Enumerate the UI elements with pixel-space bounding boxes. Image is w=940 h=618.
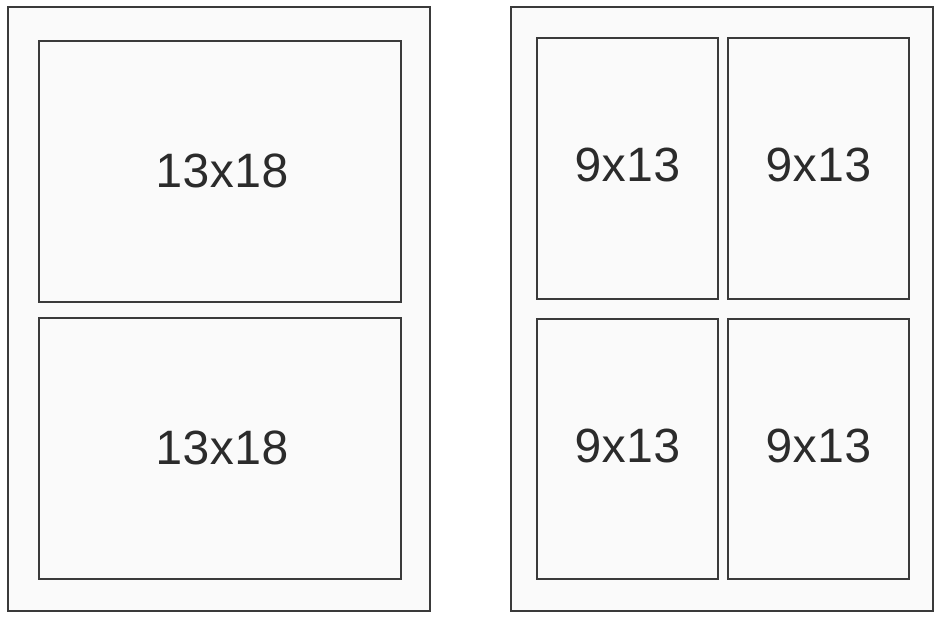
photo-slot-label: 13x18 [155,145,289,198]
photo-slot-13x18-top: 13x18 [38,40,402,303]
photo-slot-9x13-bottom-left: 9x13 [536,318,719,580]
photo-slot-13x18-bottom: 13x18 [38,317,402,580]
sheet-layout-four-9x13: 9x13 9x13 9x13 9x13 [510,6,934,612]
sheet-layout-two-13x18: 13x18 13x18 [7,6,431,612]
photo-slot-9x13-bottom-right: 9x13 [727,318,910,580]
photo-slot-label: 9x13 [765,139,872,192]
photo-slot-label: 13x18 [155,422,289,475]
photo-slot-label: 9x13 [765,419,872,473]
photo-slot-label: 9x13 [574,419,681,473]
photo-slot-label: 9x13 [574,139,681,192]
photo-slot-9x13-top-right: 9x13 [727,37,910,300]
photo-slot-9x13-top-left: 9x13 [536,37,719,300]
